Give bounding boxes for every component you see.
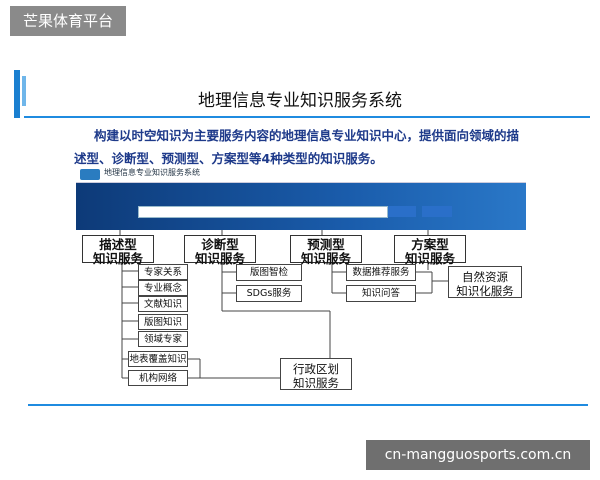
title-divider — [24, 116, 590, 118]
site-logo-icon — [80, 169, 100, 180]
watermark-bottom: cn-mangguosports.com.cn — [366, 440, 590, 470]
predict-item-qa: 知识问答 — [346, 285, 416, 302]
accent-bar — [14, 70, 20, 118]
description-line-1: 构建以时空知识为主要服务内容的地理信息专业知识中心，提供面向领域的描 — [94, 128, 520, 143]
watermark-top: 芒果体育平台 — [10, 6, 126, 36]
describe-item-map-knowledge: 版图知识 — [138, 314, 188, 330]
category-predict-line2: 知识服务 — [300, 251, 351, 266]
describe-item-land-cover: 地表覆盖知识 — [128, 351, 188, 367]
describe-item-expert-relations: 专家关系 — [138, 264, 188, 280]
category-diagnose-line1: 诊断型 — [201, 237, 239, 252]
embedded-screenshot-header — [76, 168, 526, 183]
describe-item-literature: 文献知识 — [138, 296, 188, 312]
category-predict-line1: 预测型 — [307, 237, 345, 252]
category-predict: 预测型 知识服务 — [290, 235, 362, 266]
diagnose-item-sdgs: SDGs服务 — [236, 285, 302, 302]
embedded-search-button — [388, 206, 416, 217]
resource-line2: 知识化服务 — [456, 284, 514, 298]
predict-item-data-recommend: 数据推荐服务 — [346, 264, 416, 281]
resource-line1: 自然资源 — [462, 270, 508, 284]
resource-service-node: 自然资源 知识化服务 — [448, 266, 522, 298]
embedded-site-title: 地理信息专业知识服务系统 — [104, 168, 200, 177]
embedded-advanced-button — [422, 206, 452, 217]
description-line-2: 述型、诊断型、预测型、方案型等4种类型的知识服务。 — [74, 151, 383, 166]
category-describe-line2: 知识服务 — [92, 251, 143, 266]
admin-line1: 行政区划 — [293, 362, 339, 376]
bottom-divider — [28, 404, 588, 406]
category-diagnose-line2: 知识服务 — [194, 251, 245, 266]
accent-bar-light — [22, 76, 26, 106]
embedded-search-box — [138, 206, 388, 218]
category-diagnose: 诊断型 知识服务 — [184, 235, 256, 266]
category-solution: 方案型 知识服务 — [394, 235, 466, 266]
describe-item-domain-experts: 领域专家 — [138, 331, 188, 347]
slide-title: 地理信息专业知识服务系统 — [198, 91, 402, 111]
category-solution-line1: 方案型 — [411, 237, 449, 252]
diagnose-item-map-check: 版图智检 — [236, 264, 302, 281]
category-solution-line2: 知识服务 — [404, 251, 455, 266]
category-describe-line1: 描述型 — [99, 237, 137, 252]
describe-item-institution-network: 机构网络 — [128, 370, 188, 386]
admin-line2: 知识服务 — [293, 376, 339, 390]
slide-description: 构建以时空知识为主要服务内容的地理信息专业知识中心，提供面向领域的描 述型、诊断… — [74, 124, 574, 170]
admin-division-node: 行政区划 知识服务 — [280, 358, 352, 390]
category-describe: 描述型 知识服务 — [82, 235, 154, 266]
describe-item-concepts: 专业概念 — [138, 280, 188, 296]
